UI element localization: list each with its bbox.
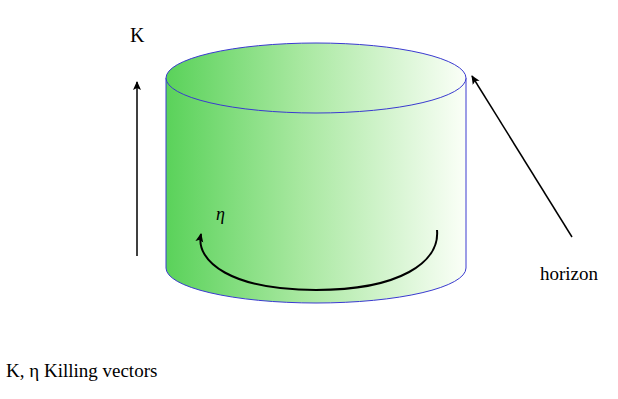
k-arrow bbox=[136, 82, 138, 256]
cylinder-top bbox=[166, 43, 466, 113]
cylinder-bottom bbox=[166, 268, 466, 303]
cylinder-side bbox=[166, 78, 167, 268]
horizon-label: horizon bbox=[540, 264, 598, 283]
eta-arrow bbox=[200, 230, 437, 290]
caption: K, η Killing vectors bbox=[6, 361, 157, 380]
cylinder-side bbox=[466, 78, 467, 268]
vector-label: η bbox=[216, 205, 225, 223]
vector-label: K bbox=[130, 25, 144, 45]
horizon-leader bbox=[472, 76, 572, 237]
